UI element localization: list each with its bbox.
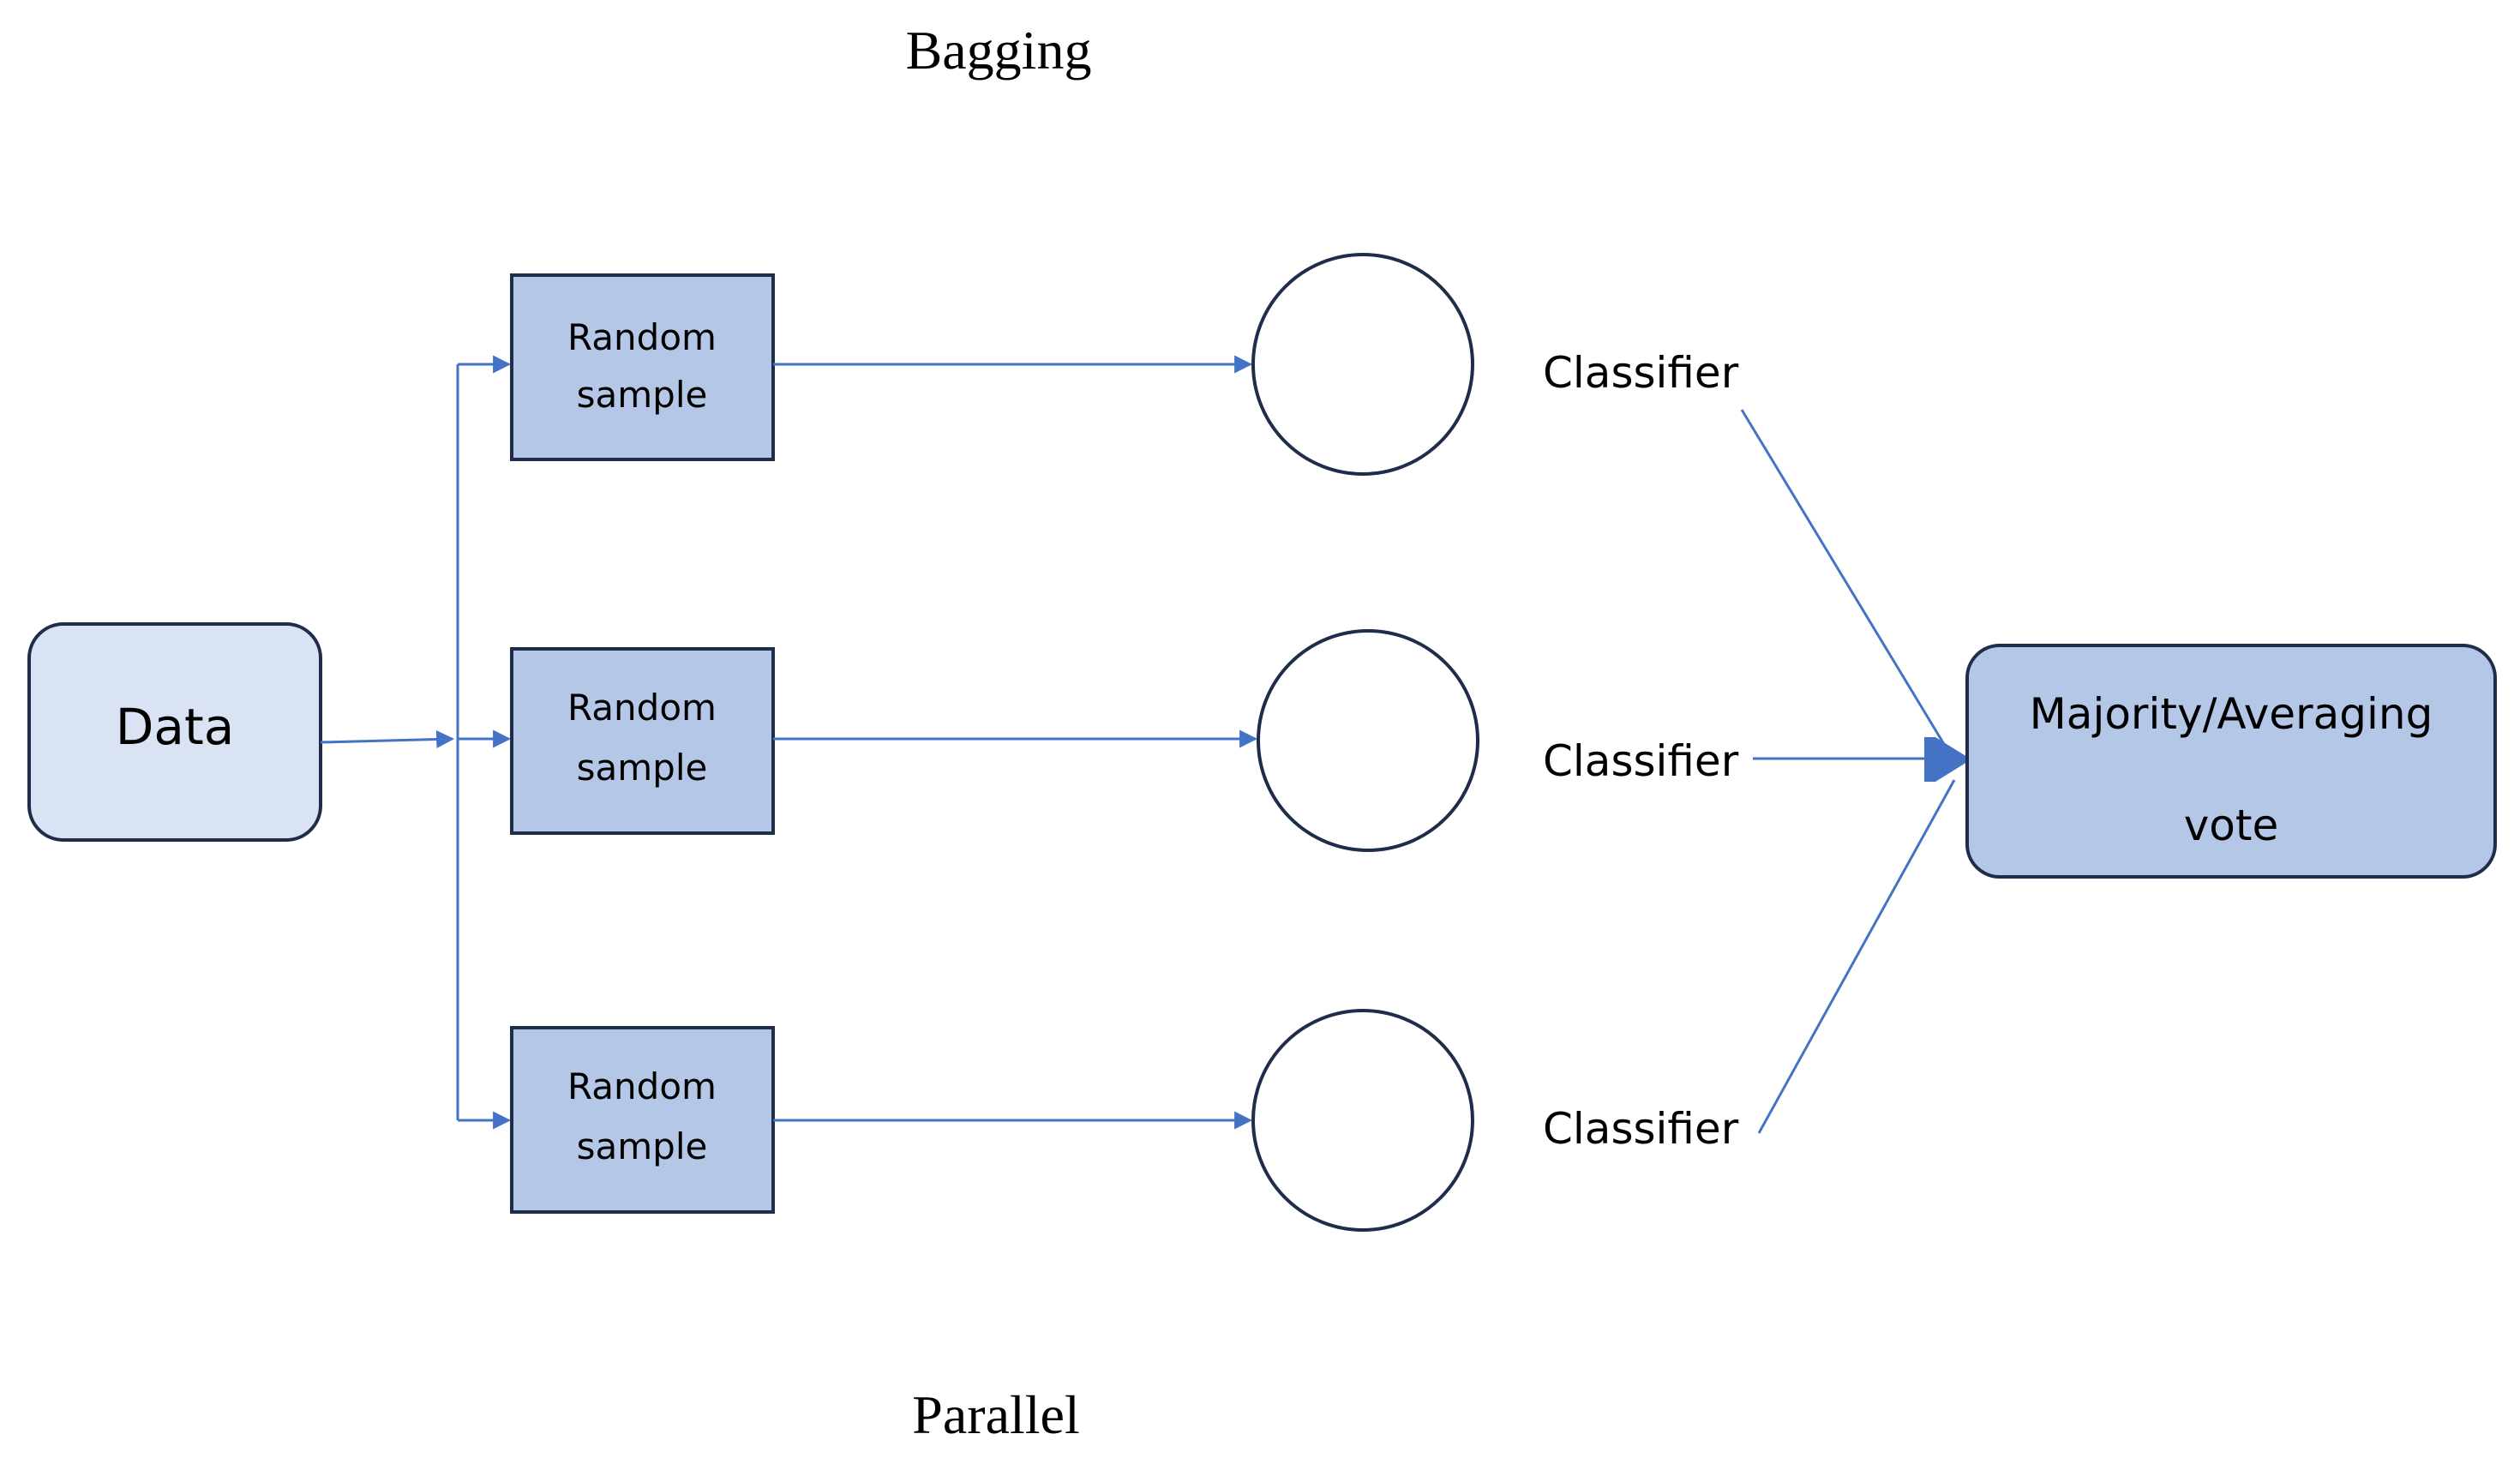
- classifier-label-3: Classifier: [1543, 1104, 1739, 1154]
- classifier-circle-2: [1257, 629, 1479, 852]
- data-node-box: [27, 622, 322, 842]
- classifier-1-to-vote-arrow: [1740, 409, 1956, 762]
- sample-box-1-line2: sample: [577, 374, 708, 416]
- sample-box-1: Random sample: [510, 273, 775, 461]
- sample-box-1-line1: Random: [567, 316, 717, 358]
- sample-box-3-rect: [510, 1026, 775, 1214]
- sample-box-2: Random sample: [510, 647, 775, 835]
- diagram-footer: Parallel: [912, 1384, 1079, 1445]
- vote-node-box: [1965, 644, 2497, 879]
- sample-box-3: Random sample: [510, 1026, 775, 1214]
- sample-box-2-rect: [510, 647, 775, 835]
- classifier-label-1: Classifier: [1543, 348, 1739, 398]
- sample-box-3-line2: sample: [577, 1125, 708, 1167]
- classifier-label-2: Classifier: [1543, 736, 1739, 786]
- data-to-trunk-arrow: [320, 729, 455, 748]
- vote-node-line2: vote: [2184, 801, 2279, 850]
- data-connectors: [320, 355, 512, 1130]
- classifier-circle-3: [1251, 1009, 1474, 1232]
- vote-arrowhead: [1924, 737, 1971, 782]
- classifier-3-to-vote-arrow: [1757, 779, 1956, 1134]
- diagram-title: Bagging: [906, 20, 1092, 81]
- classifier-circle-1: [1251, 253, 1474, 476]
- sample-connectors: [773, 355, 1258, 1130]
- data-node-label: Data: [116, 698, 235, 756]
- sample-box-2-line2: sample: [577, 747, 708, 789]
- vote-connectors: [1740, 409, 1956, 1134]
- sample-box-3-line1: Random: [567, 1065, 717, 1107]
- vote-node: Majority/Averaging vote: [1965, 644, 2497, 879]
- sample-box-1-rect: [510, 273, 775, 461]
- data-node: Data: [27, 622, 322, 842]
- vote-node-line1: Majority/Averaging: [2030, 689, 2433, 739]
- sample-box-2-line1: Random: [567, 687, 717, 729]
